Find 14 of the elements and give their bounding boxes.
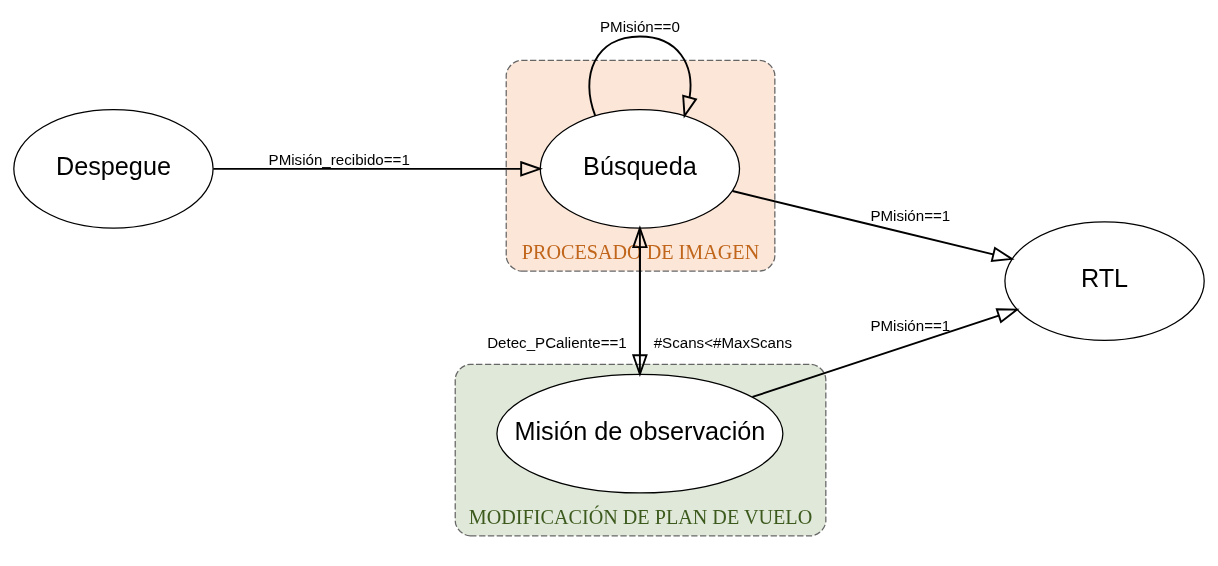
arrow: [212, 160, 543, 177]
edge-label: PMisión==1: [870, 207, 951, 225]
arrow: [588, 35, 698, 119]
node-ellipse: RTL: [1004, 221, 1205, 341]
arrow: [751, 308, 1020, 398]
edge-label: PMisión==1: [870, 317, 951, 335]
node-ellipse: Búsqueda: [539, 108, 741, 229]
edge-label: Detec_PCaliente==1: [487, 333, 627, 351]
edge-label: #Scans<#MaxScans: [653, 333, 793, 351]
edge-label: PMisión_recibido==1: [268, 150, 410, 168]
node-ellipse: Misión de observación: [496, 373, 784, 494]
arrow: [731, 190, 1015, 262]
edge-label: PMisión==0: [599, 18, 680, 36]
node-ellipse: Despegue: [13, 108, 214, 229]
